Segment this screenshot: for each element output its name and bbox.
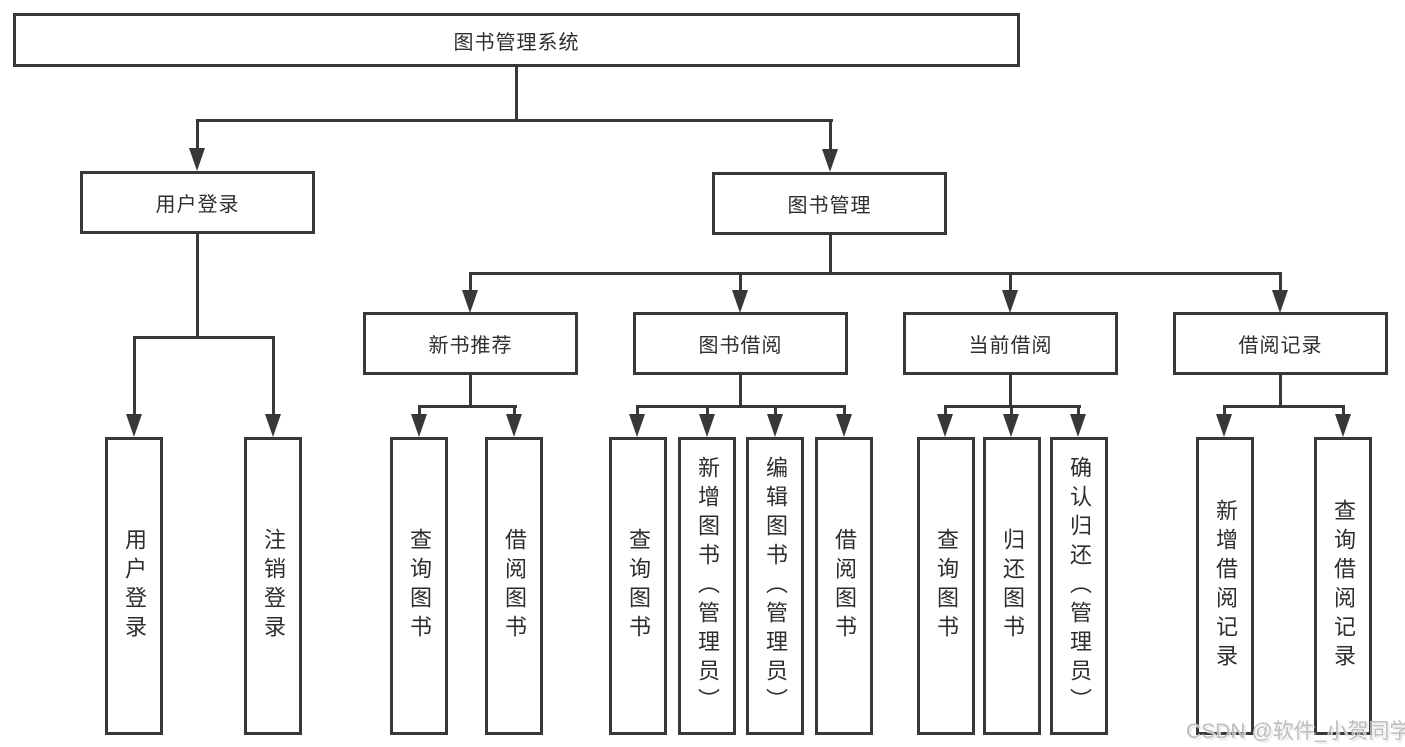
node-label: 查询借阅记录 [1331,499,1356,673]
leaf-add-book-admin: 新增图书（管理员） [678,437,736,735]
connector-level2-split [196,119,833,122]
arrow-down-icon [836,414,852,437]
connector-stub [272,336,275,415]
leaf-user-login: 用户登录 [105,437,163,735]
node-current-borrow: 当前借阅 [903,312,1118,375]
arrow-down-icon [732,290,748,313]
connector-user-login-split [133,336,275,339]
arrow-down-icon [822,149,838,172]
arrow-down-icon [937,414,953,437]
arrow-down-icon [506,414,522,437]
arrow-down-icon [1272,290,1288,313]
leaf-query-books-current: 查询图书 [917,437,975,735]
connector-stub [636,405,639,416]
node-label: 查询图书 [934,528,959,644]
node-book-borrow: 图书借阅 [633,312,848,375]
connector-stub [1010,405,1013,416]
leaf-query-borrow-record: 查询借阅记录 [1314,437,1372,735]
node-label: 新书推荐 [428,335,513,357]
connector-drop [739,373,742,407]
node-label: 编辑图书（管理员） [763,455,788,717]
arrow-down-icon [1216,414,1232,437]
connector-stub [1077,405,1080,416]
leaf-query-books-borrow: 查询图书 [609,437,667,735]
node-label: 新增借阅记录 [1213,499,1238,673]
arrow-down-icon [126,414,142,437]
arrow-down-icon [411,414,427,437]
node-user-login: 用户登录 [80,171,315,234]
arrow-down-icon [629,414,645,437]
watermark-csdn: CSDN @软件_小贺同学 [1186,720,1405,743]
arrow-down-icon [1002,290,1018,313]
leaf-add-borrow-record: 新增借阅记录 [1196,437,1254,735]
connector-split [1223,405,1345,408]
connector-root-drop [515,66,518,122]
node-book-management: 图书管理 [712,172,947,235]
node-label: 用户登录 [122,528,147,644]
connector-stub [944,405,947,416]
connector-stub [1279,272,1282,291]
connector-split [636,405,846,408]
connector-stub [739,272,742,291]
leaf-borrow-books-recommend: 借阅图书 [485,437,543,735]
node-label: 确认归还（管理员） [1067,455,1092,717]
arrow-down-icon [462,290,478,313]
arrow-down-icon [699,414,715,437]
connector-stub [774,405,777,416]
connector-to-book-management [829,119,832,150]
node-label: 归还图书 [1000,528,1025,644]
connector-user-login-drop [196,233,199,338]
arrow-down-icon [189,148,205,171]
arrow-down-icon [265,414,281,437]
node-label: 图书借阅 [698,335,783,357]
leaf-borrow-books: 借阅图书 [815,437,873,735]
connector-drop [1009,373,1012,407]
node-label: 用户登录 [155,194,240,216]
node-label: 新增图书（管理员） [695,455,720,717]
leaf-confirm-return-admin: 确认归还（管理员） [1050,437,1108,735]
node-label: 图书管理系统 [453,31,580,54]
node-system-root: 图书管理系统 [13,13,1020,67]
node-label: 借阅图书 [832,528,857,644]
node-label: 查询图书 [626,528,651,644]
node-label: 借阅图书 [502,528,527,644]
connector-level3-split [469,272,1282,275]
node-label: 查询图书 [407,528,432,644]
connector-stub [469,272,472,291]
arrow-down-icon [767,414,783,437]
arrow-down-icon [1335,414,1351,437]
connector-stub [1223,405,1226,416]
connector-stub [1342,405,1345,416]
arrow-down-icon [1003,414,1019,437]
connector-stub [133,336,136,415]
connector-split [418,405,517,408]
node-label: 当前借阅 [968,335,1053,357]
leaf-logout: 注销登录 [244,437,302,735]
leaf-query-books-recommend: 查询图书 [390,437,448,735]
arrow-down-icon [1070,414,1086,437]
connector-stub [513,405,516,416]
node-label: 注销登录 [261,528,286,644]
node-label: 借阅记录 [1238,335,1323,357]
connector-stub [706,405,709,416]
leaf-return-book: 归还图书 [983,437,1041,735]
leaf-edit-book-admin: 编辑图书（管理员） [746,437,804,735]
connector-drop [1279,373,1282,407]
node-borrow-records: 借阅记录 [1173,312,1388,375]
connector-stub [418,405,421,416]
node-new-book-recommend: 新书推荐 [363,312,578,375]
connector-book-management-drop [829,235,832,274]
connector-stub [843,405,846,416]
connector-drop [469,373,472,407]
connector-stub [1009,272,1012,291]
node-label: 图书管理 [787,195,872,217]
connector-to-user-login [196,119,199,150]
